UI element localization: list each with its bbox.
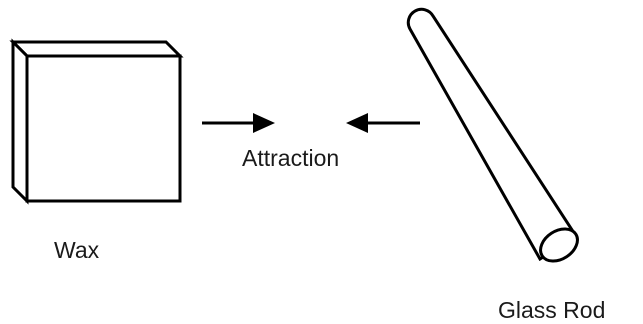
glass-rod-label: Glass Rod [498,297,605,323]
arrow-right-icon [202,113,275,133]
wax-block-icon [9,38,184,205]
arrow-left-icon [346,113,420,133]
wax-label: Wax [54,237,100,263]
glass-rod-icon [406,7,579,263]
attraction-label: Attraction [242,145,339,171]
